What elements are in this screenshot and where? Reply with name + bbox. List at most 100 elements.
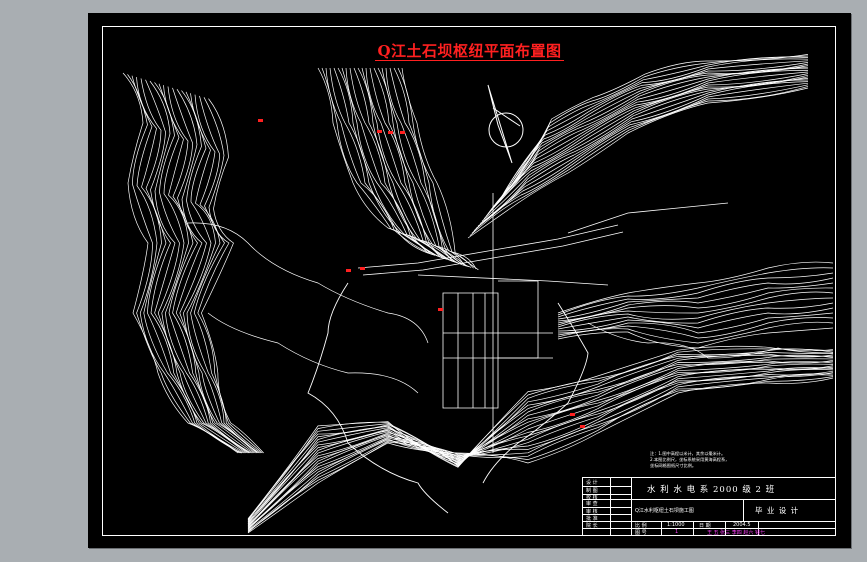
contour-line — [325, 67, 433, 255]
contour-line — [247, 372, 834, 531]
date-label: 日 期 — [699, 523, 711, 529]
title-block: 设 计 制 图 校 核 审 查 审 核 批 准 院 长 水 利 水 电 系 20… — [582, 477, 836, 536]
contour-line — [557, 272, 834, 318]
note-line: 注：1.图中高程以米计，其余以毫米计。 — [650, 451, 726, 456]
contour-line — [557, 282, 834, 322]
contour-line — [493, 66, 809, 208]
contour-line — [247, 376, 834, 533]
contour-line — [247, 369, 834, 530]
contour-line — [557, 277, 834, 320]
red-marker — [360, 267, 365, 270]
red-marker — [388, 131, 393, 134]
sheet-label: 图 号 — [635, 530, 647, 536]
contour-line — [361, 67, 455, 263]
contour-line — [557, 327, 834, 349]
drawing-sheet: Q江土石坝枢纽平面布置图 注：1.图中高程以米计，其余以毫米计。 2.本图比例尺… — [88, 13, 851, 548]
red-marker — [580, 425, 585, 428]
contour-line — [349, 67, 448, 260]
design-type: 毕 业 设 计 — [755, 506, 800, 515]
signatures: 王 五 张三 李四 赵六 钱七 — [707, 530, 765, 536]
contour-line — [353, 67, 450, 261]
contour-line — [247, 354, 834, 524]
contour-line — [389, 67, 472, 268]
contour-line — [329, 67, 436, 256]
contour-line — [373, 67, 462, 265]
contour-line — [201, 98, 264, 454]
contour-line — [385, 67, 469, 267]
contour-line — [247, 352, 834, 521]
drawing-notes: 注：1.图中高程以米计，其余以毫米计。 2.本图比例尺，坐标系统采用黄海高程系，… — [650, 451, 750, 469]
contour-line — [469, 86, 809, 236]
red-marker — [258, 119, 263, 122]
contour-line — [479, 78, 809, 224]
contour-line — [187, 222, 429, 344]
scale-label: 比 例 — [635, 523, 647, 529]
contour-line — [333, 67, 438, 257]
contour-line — [175, 89, 255, 454]
contour-line — [190, 94, 260, 454]
contour-line — [172, 87, 254, 454]
label-drafter: 制 图 — [586, 488, 598, 494]
contour-line — [167, 86, 252, 454]
contour-line — [557, 297, 834, 328]
contour-line — [247, 370, 834, 530]
contour-line — [179, 90, 256, 454]
contour-line — [557, 261, 834, 314]
road-line — [567, 202, 729, 234]
date-value: 2004.5 — [733, 522, 751, 528]
label-auditor: 审 核 — [586, 509, 598, 515]
contour-line — [183, 91, 258, 454]
contour-line — [207, 312, 419, 394]
contour-line — [482, 302, 589, 484]
contour-line — [557, 267, 834, 316]
dam-structures — [357, 193, 729, 453]
red-marker — [438, 308, 443, 311]
contour-line — [397, 67, 477, 270]
contour-line — [247, 360, 834, 526]
contour-line — [149, 80, 247, 454]
red-marker — [400, 131, 405, 134]
contour-line — [163, 85, 251, 454]
site-plan — [122, 54, 834, 534]
contour-line — [131, 75, 241, 454]
contour-line — [477, 79, 809, 227]
contour-line — [247, 358, 834, 524]
contour-line — [507, 55, 809, 191]
tunnel-line — [417, 274, 609, 286]
contour-line — [122, 72, 239, 454]
contour-line — [557, 321, 834, 344]
sheet-number: 1 — [675, 529, 679, 535]
contour-line — [557, 317, 834, 339]
contour-line — [247, 361, 834, 526]
contour-line — [509, 54, 809, 188]
contour-line — [369, 67, 460, 264]
label-designer: 设 计 — [586, 480, 598, 486]
school-class: 水 利 水 电 系 2000 级 2 班 — [647, 485, 776, 495]
contour-line — [365, 67, 457, 263]
contour-line — [505, 56, 809, 193]
contour-line — [186, 93, 259, 454]
contour-line — [140, 78, 244, 454]
drawing-frame — [102, 26, 836, 536]
contour-line — [247, 359, 834, 525]
contour-line — [247, 374, 834, 532]
contour-line — [487, 71, 809, 215]
contour-line — [193, 95, 262, 454]
contour-line — [154, 82, 248, 454]
contour-line — [471, 84, 809, 234]
note-line: 2.本图比例尺，坐标系统采用黄海高程系， — [650, 457, 730, 462]
contour-line — [247, 348, 834, 521]
spillway-channel — [442, 292, 499, 409]
spillway-box — [498, 280, 539, 359]
contour-line — [145, 79, 245, 454]
label-dean: 院 长 — [586, 523, 598, 529]
north-arrow-icon — [487, 84, 524, 164]
label-reviewer: 审 查 — [586, 501, 598, 507]
contour-line — [307, 282, 449, 514]
red-markers — [258, 119, 585, 428]
contour-line — [247, 377, 834, 534]
project-name: Q江水利枢纽土石坝施工图 — [635, 508, 694, 514]
contour-line — [341, 67, 443, 259]
contour-line — [475, 81, 809, 229]
contour-line — [247, 367, 834, 529]
